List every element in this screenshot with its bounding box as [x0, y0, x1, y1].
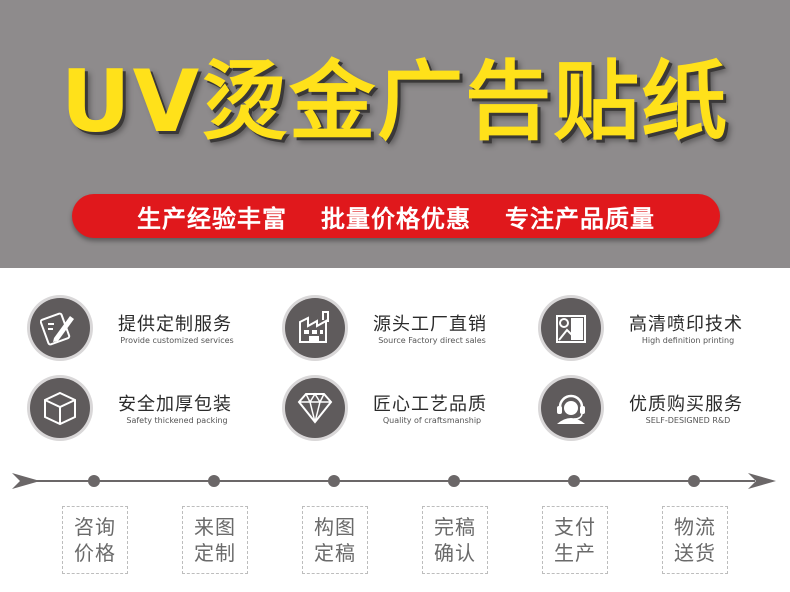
step-line1: 完稿 [434, 515, 476, 539]
process-timeline [12, 473, 776, 489]
feature-subtitle: High definition printing [641, 336, 735, 345]
step-line2: 确认 [434, 541, 476, 565]
slogan-1: 生产经验丰富 [137, 204, 287, 233]
pen-ruler-icon [30, 298, 90, 358]
feature-subtitle: SELF-DESIGNED R&D [645, 416, 731, 425]
process-step-design: 构图 定稿 [302, 506, 368, 574]
feature-title: 源头工厂直销 [373, 314, 487, 335]
step-line1: 咨询 [74, 515, 116, 539]
timeline-dot [568, 475, 580, 487]
feature-subtitle: Provide customized services [120, 336, 234, 345]
feature-title: 提供定制服务 [118, 314, 232, 335]
step-line2: 送货 [674, 541, 716, 565]
timeline-dot [448, 475, 460, 487]
factory-icon [285, 298, 345, 358]
feature-title: 优质购买服务 [629, 394, 743, 415]
hero-section: UV烫金广告贴纸 生产经验丰富 批量价格优惠 专注产品质量 [0, 0, 790, 268]
feature-subtitle: Source Factory direct sales [378, 336, 486, 345]
slogan-banner: 生产经验丰富 批量价格优惠 专注产品质量 [72, 194, 720, 238]
feature-title: 安全加厚包装 [118, 394, 232, 415]
timeline-dot [328, 475, 340, 487]
step-line1: 物流 [674, 515, 716, 539]
step-line1: 支付 [554, 515, 596, 539]
step-line2: 定稿 [314, 541, 356, 565]
timeline-dot [688, 475, 700, 487]
step-line2: 定制 [194, 541, 236, 565]
process-step-production: 支付 生产 [542, 506, 608, 574]
step-line2: 生产 [554, 541, 596, 565]
feature-hd-printing: 高清喷印技术 High definition printing [541, 298, 790, 368]
slogan-2: 批量价格优惠 [321, 204, 471, 233]
process-step-customize: 来图 定制 [182, 506, 248, 574]
headset-agent-icon [541, 378, 601, 438]
feature-custom-service: 提供定制服务 Provide customized services [30, 298, 280, 368]
timeline-dot [208, 475, 220, 487]
slogan-3: 专注产品质量 [505, 204, 655, 233]
box-icon [30, 378, 90, 438]
diamond-icon [285, 378, 345, 438]
feature-subtitle: Quality of craftsmanship [382, 416, 482, 425]
feature-craftsmanship: 匠心工艺品质 Quality of craftsmanship [285, 378, 535, 448]
feature-title: 高清喷印技术 [629, 314, 743, 335]
step-line2: 价格 [74, 541, 116, 565]
process-step-inquiry: 咨询 价格 [62, 506, 128, 574]
hero-title: UV烫金广告贴纸 [60, 52, 730, 152]
step-line1: 来图 [194, 515, 236, 539]
timeline-arrow-icon [748, 473, 776, 489]
step-line1: 构图 [314, 515, 356, 539]
timeline-dot [88, 475, 100, 487]
feature-title: 匠心工艺品质 [373, 394, 487, 415]
feature-safe-packing: 安全加厚包装 Safety thickened packing [30, 378, 280, 448]
feature-factory-direct: 源头工厂直销 Source Factory direct sales [285, 298, 535, 368]
feature-subtitle: Safety thickened packing [126, 416, 228, 425]
printer-icon [541, 298, 601, 358]
feature-purchase-service: 优质购买服务 SELF-DESIGNED R&D [541, 378, 790, 448]
process-step-confirm: 完稿 确认 [422, 506, 488, 574]
process-step-delivery: 物流 送货 [662, 506, 728, 574]
